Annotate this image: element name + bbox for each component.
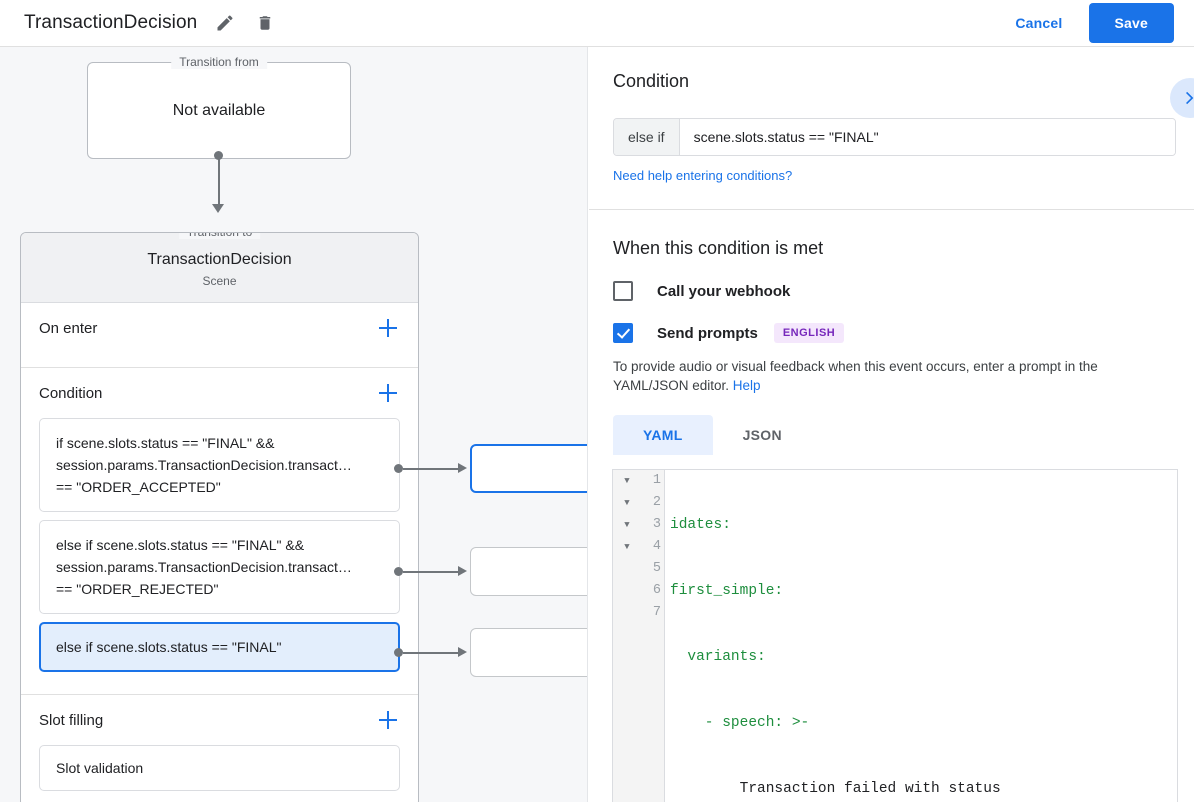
condition-connector-arrow-3 [458, 647, 467, 657]
line-number: 2 [652, 495, 661, 510]
condition-target-box-3[interactable] [470, 628, 587, 677]
section-slot-filling: Slot filling Slot validation [21, 695, 418, 802]
page-title: TransactionDecision [24, 12, 198, 33]
condition-panel-title: Condition [613, 71, 690, 91]
tab-yaml[interactable]: YAML [613, 415, 713, 455]
section-slot-filling-title: Slot filling [39, 711, 104, 729]
prompts-helper-body: To provide audio or visual feedback when… [613, 359, 1098, 393]
line-number: 6 [652, 583, 661, 598]
condition-line: if scene.slots.status == "FINAL" && [56, 435, 275, 451]
condition-connector-dot-3 [394, 648, 403, 657]
connector-arrowhead-down [212, 204, 224, 213]
condition-input[interactable] [679, 119, 1175, 155]
condition-line: session.params.TransactionDecision.trans… [56, 559, 352, 575]
section-condition-title: Condition [39, 384, 103, 402]
when-condition-met-section: When this condition is met Call your web… [589, 210, 1194, 455]
send-prompts-label: Send prompts [657, 324, 758, 342]
add-slot-filling-button[interactable] [376, 708, 400, 732]
line-number: 5 [652, 561, 661, 576]
condition-input-row: else if [613, 118, 1176, 156]
transition-from-legend: Transition from [171, 55, 267, 69]
connector-line-vertical [218, 155, 220, 207]
condition-list-item[interactable]: if scene.slots.status == "FINAL" && sess… [39, 418, 400, 512]
code-line: idates: [670, 517, 731, 533]
condition-connector-line-3 [403, 652, 458, 654]
code-line: Transaction failed with status [670, 781, 1001, 797]
call-webhook-checkbox[interactable] [613, 281, 633, 301]
yaml-code-editor[interactable]: ▼ ▼ ▼ ▼ 1 2 3 4 5 6 7 idates: first_simp… [612, 469, 1178, 802]
condition-line: session.params.TransactionDecision.trans… [56, 457, 352, 473]
prompts-help-link[interactable]: Help [732, 378, 761, 393]
fold-caret-icon[interactable]: ▼ [624, 476, 630, 486]
condition-list-item-selected[interactable]: else if scene.slots.status == "FINAL" [39, 622, 400, 672]
code-line: - speech: >- [670, 715, 810, 731]
transition-from-value: Not available [172, 101, 266, 119]
condition-connector-line-2 [403, 571, 458, 573]
add-condition-button[interactable] [376, 381, 400, 405]
condition-connector-line-1 [403, 468, 458, 470]
code-line: variants: [670, 649, 766, 665]
editor-fold-column: ▼ ▼ ▼ ▼ [613, 470, 641, 802]
condition-list-item[interactable]: else if scene.slots.status == "FINAL" &&… [39, 520, 400, 614]
condition-line: == "ORDER_ACCEPTED" [56, 479, 221, 495]
condition-line: else if scene.slots.status == "FINAL" && [56, 537, 305, 553]
prompts-helper-text: To provide audio or visual feedback when… [613, 357, 1173, 395]
transition-from-card: Transition from Not available [87, 55, 351, 159]
condition-line: else if scene.slots.status == "FINAL" [56, 639, 282, 655]
code-line: first_simple: [670, 583, 784, 599]
webhook-row: Call your webhook [613, 281, 1170, 301]
line-number: 1 [652, 473, 661, 488]
section-on-enter-title: On enter [39, 319, 98, 337]
scene-type: Scene [202, 274, 237, 288]
cancel-button[interactable]: Cancel [1003, 6, 1074, 40]
condition-target-box-2[interactable] [470, 547, 587, 596]
scene-name: TransactionDecision [147, 251, 292, 268]
when-condition-met-title: When this condition is met [613, 238, 824, 258]
editor-line-numbers: 1 2 3 4 5 6 7 [641, 470, 665, 802]
send-prompts-row: Send prompts ENGLISH [613, 323, 1170, 343]
section-on-enter-header: On enter [39, 303, 400, 353]
condition-help-link[interactable]: Need help entering conditions? [613, 168, 793, 183]
slot-validation-item[interactable]: Slot validation [39, 745, 400, 791]
fold-caret-icon[interactable]: ▼ [624, 520, 630, 530]
section-condition-header: Condition [39, 368, 400, 418]
fold-caret-icon[interactable]: ▼ [624, 542, 630, 552]
editor-code-area[interactable]: idates: first_simple: variants: - speech… [666, 470, 1177, 802]
condition-prefix-label: else if [614, 119, 680, 155]
scene-graph-canvas: Transition from Not available Transition… [0, 47, 588, 802]
scene-header: TransactionDecision Scene [21, 233, 418, 303]
section-condition: Condition if scene.slots.status == "FINA… [21, 368, 418, 695]
call-webhook-label: Call your webhook [657, 282, 791, 300]
editor-format-tabs: YAML JSON [613, 415, 1170, 455]
panel-divider [589, 209, 1194, 210]
condition-connector-arrow-2 [458, 566, 467, 576]
transition-to-legend: Transition to [178, 233, 261, 239]
send-prompts-checkbox[interactable] [613, 323, 633, 343]
condition-target-box-1[interactable] [470, 444, 587, 493]
section-on-enter: On enter [21, 303, 418, 368]
fold-caret-icon[interactable]: ▼ [624, 498, 630, 508]
line-number: 3 [652, 517, 661, 532]
language-badge: ENGLISH [773, 323, 845, 343]
trash-icon[interactable] [253, 11, 277, 35]
condition-connector-dot-2 [394, 567, 403, 576]
condition-connector-dot-1 [394, 464, 403, 473]
save-button[interactable]: Save [1088, 3, 1174, 43]
line-number: 7 [652, 605, 661, 620]
app-header: TransactionDecision Cancel Save [0, 0, 1194, 47]
line-number: 4 [652, 539, 661, 554]
condition-connector-arrow-1 [458, 463, 467, 473]
transition-to-card: Transition to TransactionDecision Scene … [20, 232, 419, 802]
section-slot-filling-header: Slot filling [39, 695, 400, 745]
tab-json[interactable]: JSON [742, 427, 782, 443]
condition-line: == "ORDER_REJECTED" [56, 581, 219, 597]
condition-section: Condition else if Need help entering con… [589, 47, 1194, 185]
add-on-enter-button[interactable] [376, 316, 400, 340]
pencil-icon[interactable] [213, 11, 237, 35]
